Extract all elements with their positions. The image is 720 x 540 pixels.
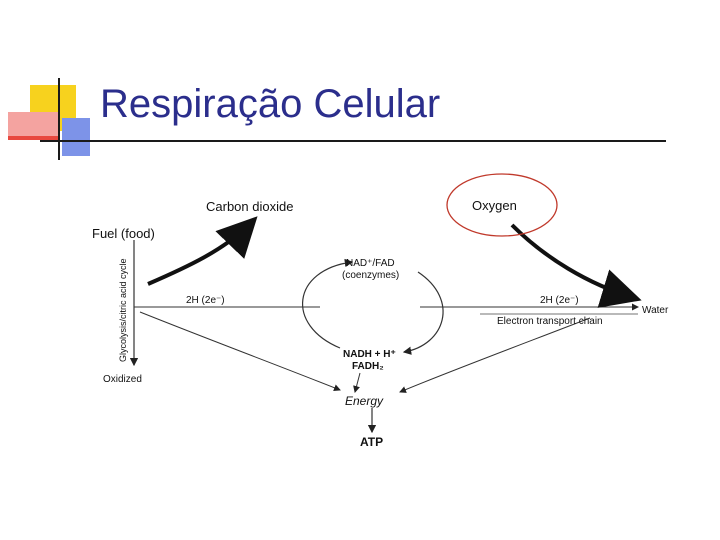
deco-vertical-line bbox=[58, 78, 60, 160]
label-h-left: 2H (2e⁻) bbox=[186, 295, 225, 306]
deco-square-blue bbox=[62, 118, 90, 156]
etc-to-energy-arrow bbox=[399, 317, 591, 393]
label-oxygen: Oxygen bbox=[472, 198, 517, 213]
slide-title: Respiração Celular bbox=[100, 82, 441, 126]
co2-arrow bbox=[147, 216, 258, 286]
label-h-right: 2H (2e⁻) bbox=[540, 295, 579, 306]
label-etc: Electron transport chain bbox=[497, 316, 603, 327]
label-nadh: NADH + H⁺ bbox=[343, 349, 396, 360]
label-water: Water bbox=[642, 305, 669, 316]
label-energy: Energy bbox=[345, 394, 384, 408]
oxygen-highlight-circle bbox=[446, 173, 558, 237]
cycle-right-arc bbox=[402, 271, 444, 355]
label-fadh2: FADH₂ bbox=[352, 361, 384, 372]
label-carbon-dioxide: Carbon dioxide bbox=[206, 199, 293, 214]
title-rule bbox=[40, 140, 666, 142]
label-atp: ATP bbox=[360, 435, 383, 449]
fuel-to-energy-arrow bbox=[139, 311, 341, 392]
deco-square-red bbox=[8, 112, 58, 140]
label-oxidized: Oxidized bbox=[103, 374, 142, 385]
label-cycle: Glycolysis/citric acid cycle bbox=[118, 258, 128, 362]
cycle-left-arc bbox=[302, 258, 354, 349]
nadh-to-energy-arrow bbox=[353, 372, 361, 393]
label-coenzymes-1: NAD⁺/FAD bbox=[346, 258, 395, 269]
label-fuel: Fuel (food) bbox=[92, 226, 155, 241]
oxygen-arrow bbox=[510, 223, 642, 308]
label-coenzymes-2: (coenzymes) bbox=[342, 270, 399, 281]
